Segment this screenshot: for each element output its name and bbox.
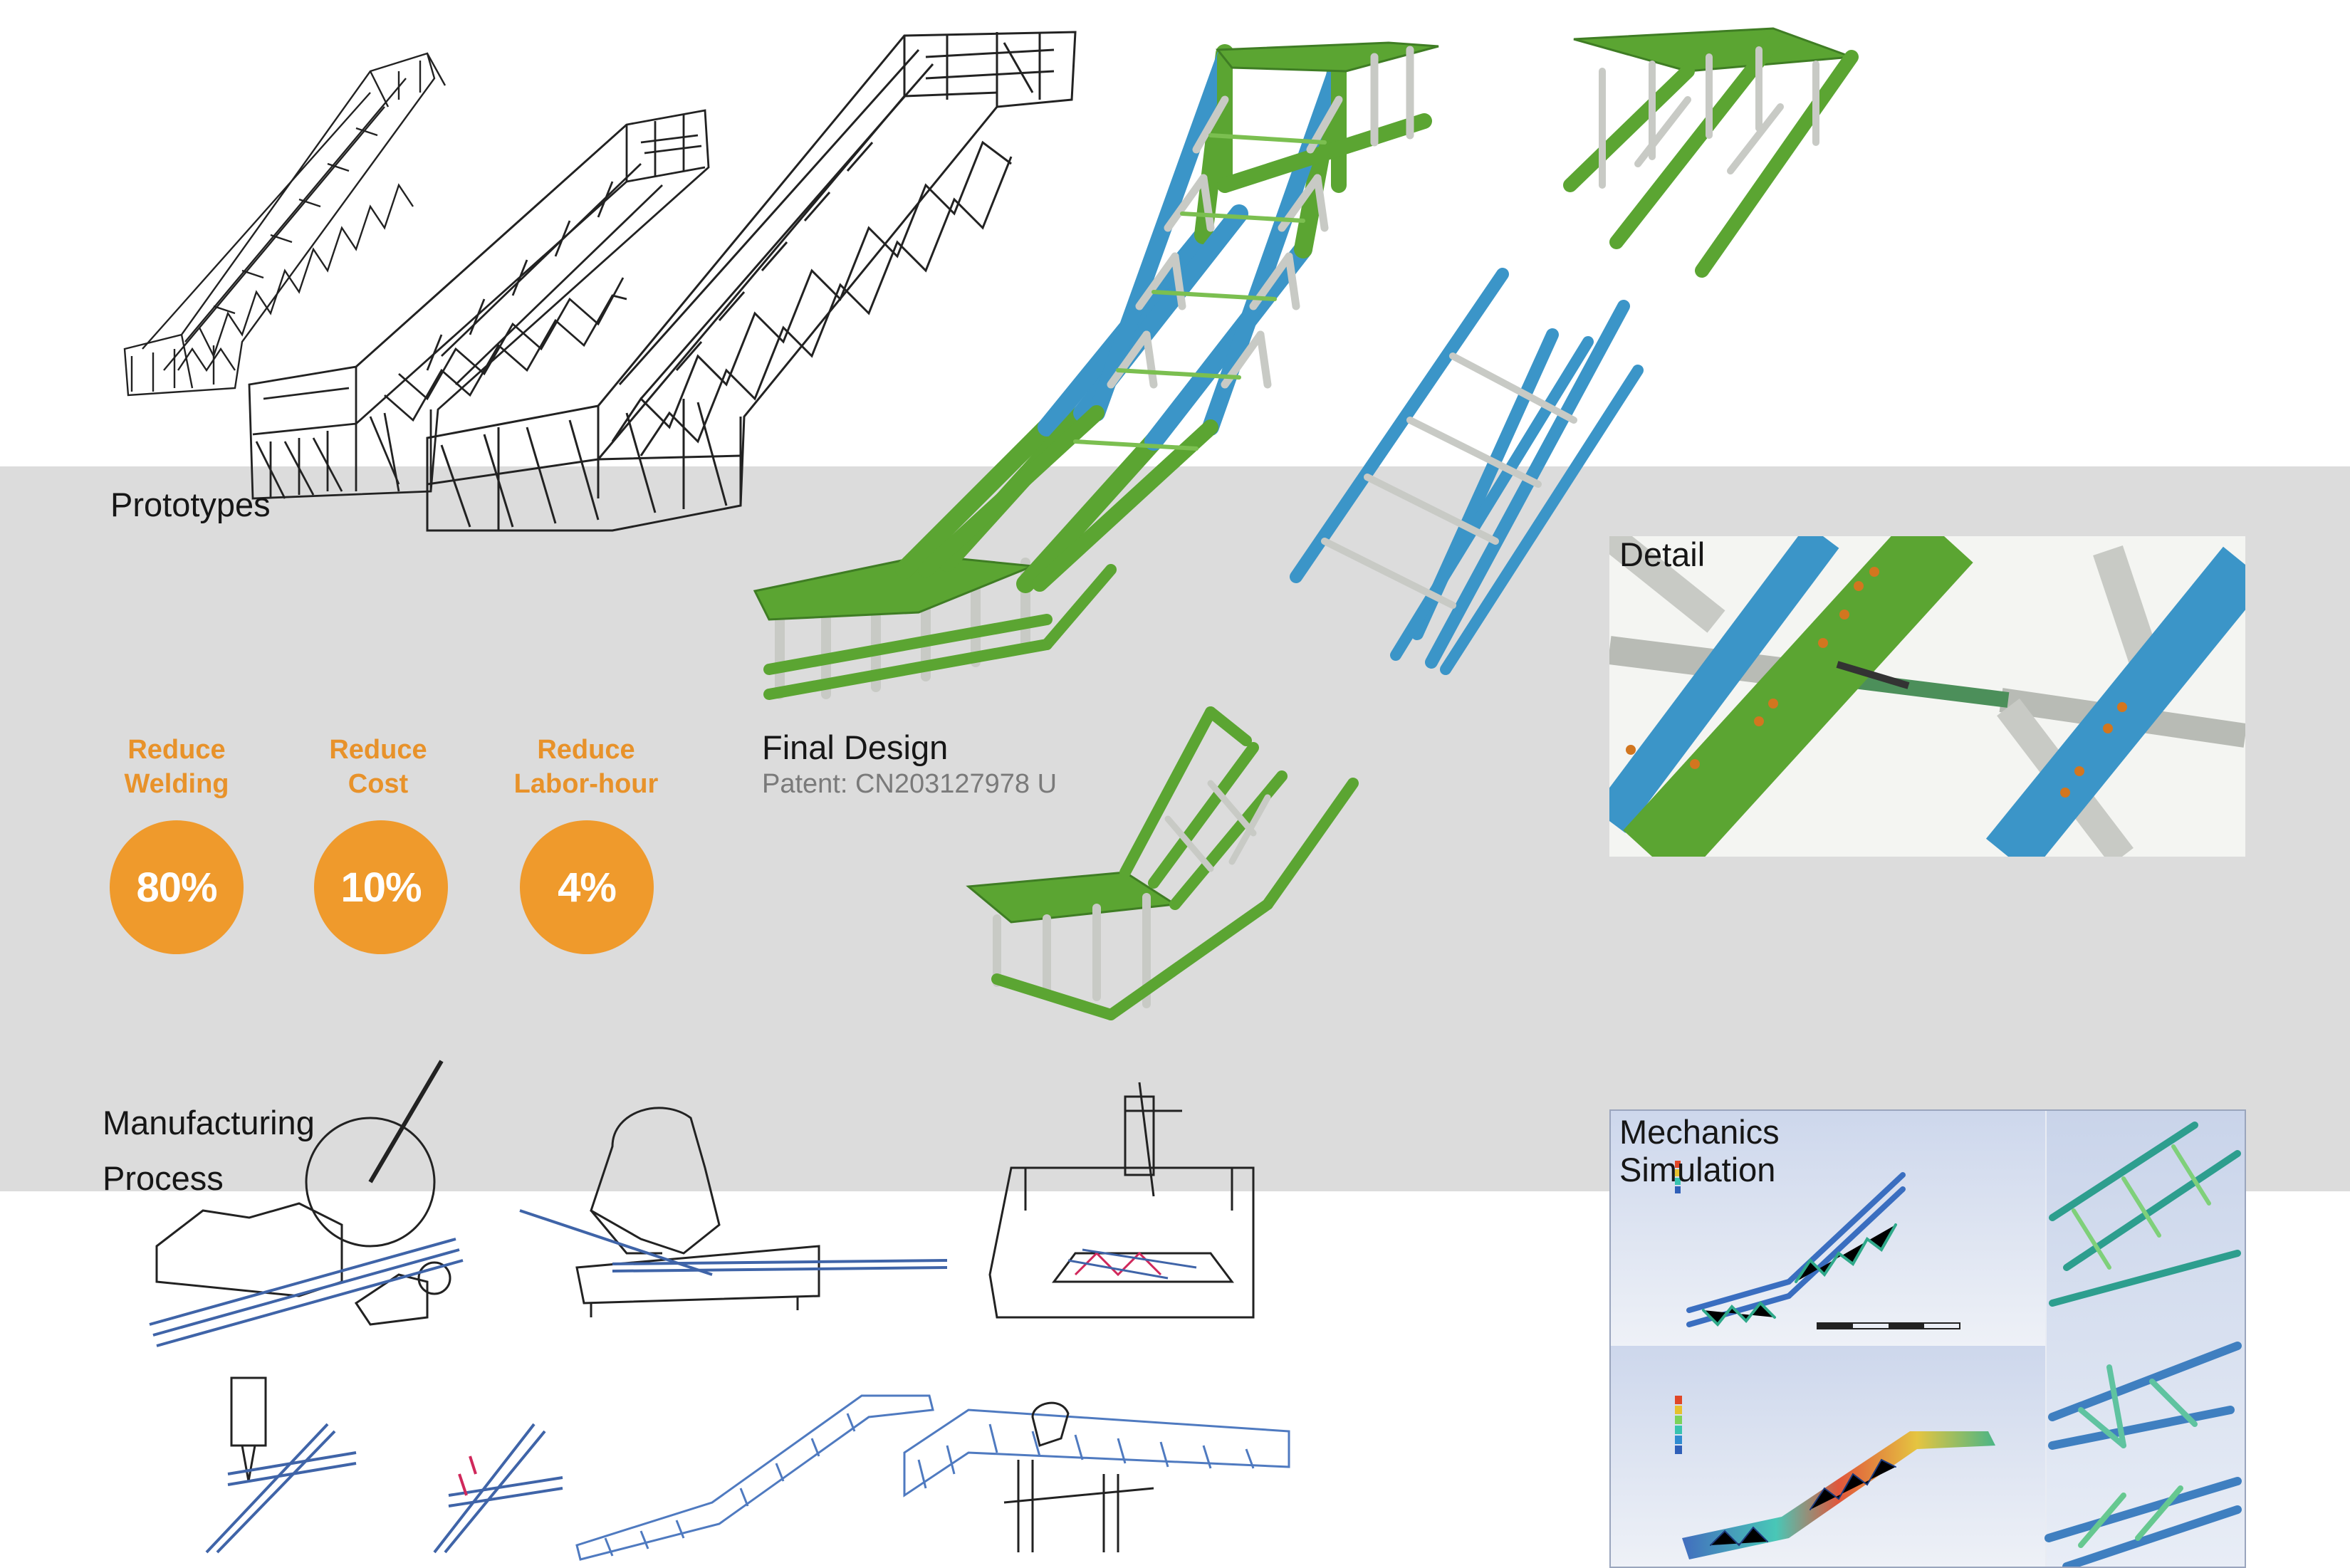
final-design-heading: Final Design bbox=[762, 728, 949, 766]
stat-circle-labor: 4% bbox=[520, 820, 654, 954]
stat-label-line1: Reduce bbox=[127, 735, 226, 765]
drill-icon bbox=[205, 1376, 357, 1554]
stat-label-labor: Reduce Labor-hour bbox=[501, 733, 672, 801]
cutting-saw-icon bbox=[149, 1060, 464, 1347]
mechanics-heading-line1: Mechanics bbox=[1619, 1113, 1780, 1151]
stat-label-cost: Reduce Cost bbox=[293, 733, 464, 801]
mechanics-heading: Mechanics Simulation bbox=[1619, 1113, 1780, 1188]
detail-heading: Detail bbox=[1619, 536, 1706, 573]
sim-left-top bbox=[1611, 1111, 2045, 1346]
manufacturing-heading-line1: Manufacturing bbox=[103, 1104, 315, 1141]
detail-closeup-render bbox=[1609, 536, 2245, 857]
stat-label-line1: Reduce bbox=[537, 735, 635, 765]
stat-label-line2: Labor-hour bbox=[513, 768, 659, 799]
detail-panel: Detail bbox=[1609, 536, 2245, 857]
joint-icon bbox=[433, 1423, 563, 1554]
stat-label-line2: Welding bbox=[124, 768, 229, 799]
frame-welding-icon bbox=[903, 1401, 1290, 1552]
assembled-frame-icon bbox=[575, 1394, 934, 1561]
mechanics-heading-line2: Simulation bbox=[1619, 1150, 1776, 1188]
stat-circle-welding: 80% bbox=[110, 820, 244, 954]
patent-number: Patent: CN203127978 U bbox=[762, 769, 1058, 799]
stat-label-line1: Reduce bbox=[329, 735, 427, 765]
stat-label-line2: Cost bbox=[348, 768, 409, 799]
manufacturing-heading: Manufacturing Process bbox=[103, 1095, 315, 1206]
manufacturing-heading-line2: Process bbox=[103, 1159, 224, 1197]
stat-circle-cost: 10% bbox=[314, 820, 448, 954]
sim-left-bottom bbox=[1611, 1346, 2045, 1567]
stat-label-welding: Reduce Welding bbox=[91, 733, 262, 801]
welder-icon bbox=[519, 1107, 948, 1317]
sim-results-render bbox=[1675, 1122, 2242, 1567]
prototypes-heading: Prototypes bbox=[110, 486, 271, 523]
mechanics-simulation-panel: Mechanics Simulation bbox=[1609, 1109, 2246, 1568]
cnc-machine-icon bbox=[988, 1082, 1255, 1319]
